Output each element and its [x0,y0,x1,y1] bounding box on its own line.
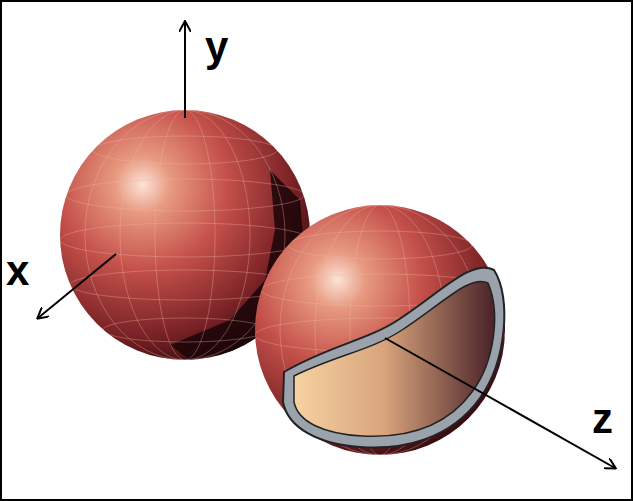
z-axis [385,338,615,468]
axis-label: x [6,250,29,292]
axis-label: y [205,26,228,68]
cut-rim [283,268,504,448]
x-axis [38,254,116,318]
cross-section [294,281,495,436]
axis-label: z [592,398,613,440]
y-axis [184,22,186,118]
right-sphere [255,205,505,455]
